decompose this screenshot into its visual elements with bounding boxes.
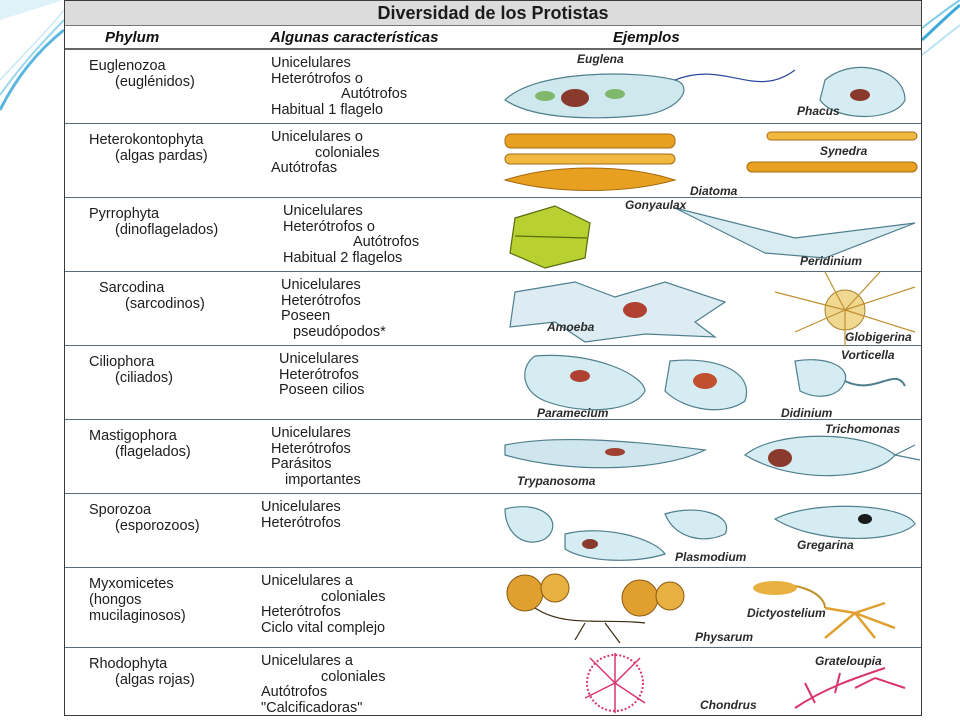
red-alga-illustration bbox=[584, 653, 906, 713]
characteristics-cell: Unicelulares Heterótrofos o Autótrofos H… bbox=[283, 203, 420, 266]
examples-cell: Vorticella Paramecium Didinium bbox=[495, 346, 921, 420]
table-row: Pyrrophyta (dinoflagelados) Unicelulares… bbox=[65, 198, 921, 272]
characteristics-cell: Unicelulares Heterótrofos Poseen cilios bbox=[279, 351, 365, 398]
table-row: Sarcodina (sarcodinos) Unicelulares Hete… bbox=[65, 272, 921, 346]
phylum-cell: Mastigophora (flagelados) bbox=[89, 428, 191, 460]
table-row: Ciliophora (ciliados) Unicelulares Heter… bbox=[65, 346, 921, 420]
euglena-illustration bbox=[504, 66, 906, 119]
examples-cell: Synedra Diatoma bbox=[495, 124, 921, 198]
characteristics-cell: Unicelulares a coloniales Heterótrofos C… bbox=[261, 573, 386, 636]
examples-cell: Grateloupia Chondrus bbox=[495, 648, 921, 715]
dinoflagellate-illustration bbox=[509, 205, 916, 269]
characteristics-cell: Unicelulares Heterótrofos Poseen pseudóp… bbox=[281, 277, 386, 340]
ciliate-illustration bbox=[524, 354, 906, 411]
examples-cell: Plasmodium Gregarina bbox=[495, 494, 921, 567]
characteristics-cell: Unicelulares Heterótrofos bbox=[261, 499, 341, 531]
table-row: Mastigophora (flagelados) Unicelulares H… bbox=[65, 420, 921, 494]
examples-cell: Amoeba Globigerina bbox=[495, 272, 921, 346]
column-headers: Phylum Algunas características Ejemplos bbox=[65, 26, 921, 50]
table-title: Diversidad de los Protistas bbox=[65, 1, 921, 26]
examples-cell: Dictyostelium Physarum bbox=[495, 568, 921, 647]
phylum-cell: Heterokontophyta (algas pardas) bbox=[89, 132, 208, 164]
phylum-cell: Euglenozoa (euglénidos) bbox=[89, 58, 195, 90]
flagellate-illustration bbox=[504, 435, 921, 477]
sporozoa-illustration bbox=[504, 505, 916, 561]
phylum-cell: Sporozoa (esporozoos) bbox=[89, 502, 200, 534]
phylum-cell: Rhodophyta (algas rojas) bbox=[89, 656, 195, 688]
characteristics-cell: Unicelulares o coloniales Autótrofas bbox=[271, 129, 380, 176]
table-row: Heterokontophyta (algas pardas) Unicelul… bbox=[65, 124, 921, 198]
phylum-cell: Sarcodina (sarcodinos) bbox=[99, 280, 205, 312]
characteristics-cell: Unicelulares Heterótrofos o Autótrofos H… bbox=[271, 55, 408, 118]
characteristics-cell: Unicelulares Heterótrofos Parásitos impo… bbox=[271, 425, 361, 488]
phylum-cell: Ciliophora (ciliados) bbox=[89, 354, 174, 386]
table-row: Sporozoa (esporozoos) Unicelulares Heter… bbox=[65, 494, 921, 568]
table-row: Myxomicetes (hongos mucilaginosos) Unice… bbox=[65, 568, 921, 648]
characteristics-cell: Unicelulares a coloniales Autótrofos "Ca… bbox=[261, 653, 386, 716]
table-row: Euglenozoa (euglénidos) Unicelulares Het… bbox=[65, 50, 921, 124]
phylum-cell: Pyrrophyta (dinoflagelados) bbox=[89, 206, 219, 238]
examples-cell: Gonyaulax Peridinium bbox=[495, 198, 921, 271]
amoeba-illustration bbox=[509, 272, 916, 346]
header-examples: Ejemplos bbox=[613, 29, 680, 46]
table-row: Rhodophyta (algas rojas) Unicelulares a … bbox=[65, 648, 921, 716]
header-characteristics: Algunas características bbox=[270, 29, 439, 46]
protist-table: Diversidad de los Protistas Phylum Algun… bbox=[64, 0, 922, 716]
slime-mold-illustration bbox=[506, 573, 896, 644]
diatom-illustration bbox=[503, 131, 918, 191]
header-phylum: Phylum bbox=[105, 29, 160, 46]
examples-cell: Euglena Phacus bbox=[495, 50, 921, 123]
phylum-cell: Myxomicetes (hongos mucilaginosos) bbox=[89, 576, 186, 624]
examples-cell: Trichomonas Trypanosoma bbox=[495, 420, 921, 493]
